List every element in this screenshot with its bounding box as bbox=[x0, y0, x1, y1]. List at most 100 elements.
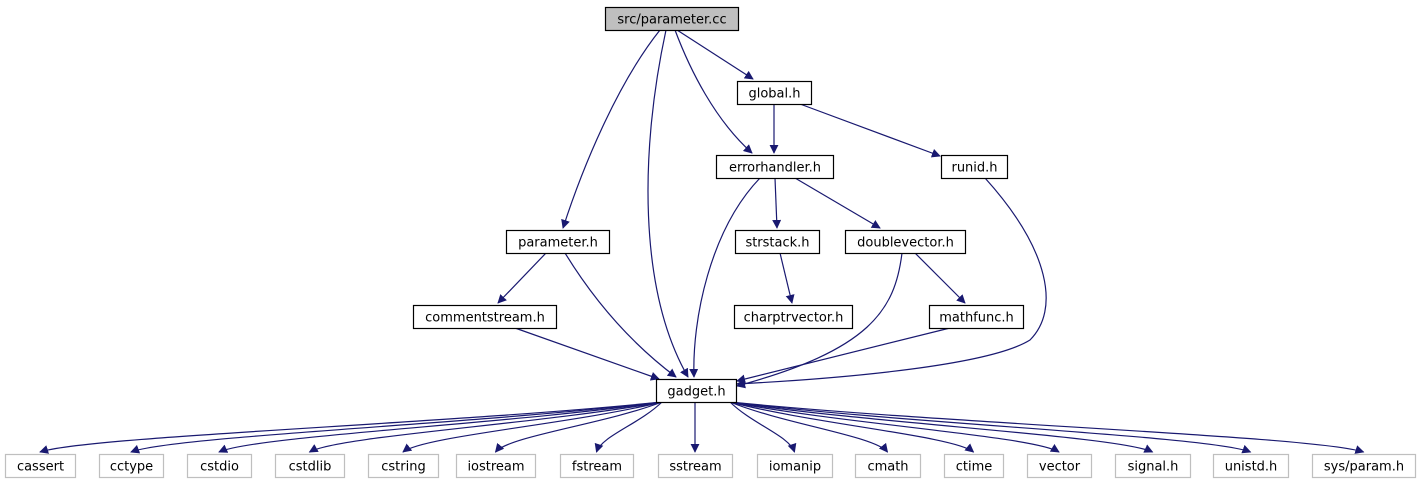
edge-gadget-h-to-cstdio bbox=[218, 401, 663, 453]
node-label: cctype bbox=[110, 460, 153, 475]
node-label: charptrvector.h bbox=[744, 311, 844, 326]
node-fstream: fstream bbox=[559, 453, 635, 479]
node-box bbox=[854, 453, 922, 479]
node-label: signal.h bbox=[1128, 460, 1179, 475]
edge-global-h-to-runid-h bbox=[799, 103, 941, 158]
node-label: gadget.h bbox=[667, 385, 725, 400]
node-errorhandler-h[interactable]: errorhandler.h bbox=[715, 154, 835, 180]
node-label: commentstream.h bbox=[425, 311, 545, 326]
node-mathfunc-h[interactable]: mathfunc.h bbox=[928, 304, 1025, 330]
edge-gadget-h-to-signal-h bbox=[729, 401, 1154, 453]
node-label: global.h bbox=[748, 87, 800, 102]
edge-errorhandler-h-to-doublevector-h bbox=[794, 177, 881, 229]
node-iostream: iostream bbox=[455, 453, 537, 479]
node-box bbox=[655, 378, 738, 404]
node-label: sstream bbox=[669, 460, 721, 475]
node-label: vector bbox=[1039, 460, 1081, 475]
node-gadget-h[interactable]: gadget.h bbox=[655, 378, 738, 404]
node-box bbox=[734, 229, 821, 255]
node-parameter-cc[interactable]: src/parameter.cc bbox=[604, 6, 740, 32]
edge-gadget-h-to-cassert bbox=[39, 401, 663, 454]
node-box bbox=[844, 229, 967, 255]
node-box bbox=[412, 304, 558, 330]
node-signal-h: signal.h bbox=[1114, 453, 1192, 479]
node-box bbox=[604, 6, 740, 32]
node-box bbox=[98, 453, 165, 479]
node-box bbox=[940, 154, 1009, 180]
node-box bbox=[186, 453, 253, 479]
node-runid-h[interactable]: runid.h bbox=[940, 154, 1009, 180]
node-label: runid.h bbox=[951, 161, 997, 176]
node-box bbox=[367, 453, 440, 479]
node-box bbox=[736, 80, 813, 106]
node-box bbox=[1311, 453, 1417, 479]
edge-gadget-h-to-iomanip bbox=[729, 401, 797, 453]
node-ctime: ctime bbox=[943, 453, 1005, 479]
edge-gadget-h-to-cmath bbox=[729, 401, 889, 453]
node-label: iomanip bbox=[769, 460, 821, 475]
node-cctype: cctype bbox=[98, 453, 165, 479]
node-label: ctime bbox=[956, 460, 993, 475]
node-charptrvector-h[interactable]: charptrvector.h bbox=[733, 304, 854, 330]
edge-gadget-h-to-fstream bbox=[594, 401, 663, 453]
edge-errorhandler-h-to-strstack-h bbox=[772, 177, 782, 229]
edge-runid-h-to-gadget-h bbox=[736, 177, 1047, 389]
edge-parameter-cc-to-errorhandler-h bbox=[674, 29, 753, 154]
node-cassert: cassert bbox=[4, 453, 77, 479]
node-box bbox=[4, 453, 77, 479]
node-cstdio: cstdio bbox=[186, 453, 253, 479]
edge-gadget-h-to-cctype bbox=[130, 401, 663, 454]
node-box bbox=[559, 453, 635, 479]
node-label: cmath bbox=[867, 460, 908, 475]
node-cmath: cmath bbox=[854, 453, 922, 479]
node-box bbox=[1026, 453, 1093, 479]
node-label: fstream bbox=[572, 460, 622, 475]
node-label: strstack.h bbox=[745, 236, 809, 251]
node-doublevector-h[interactable]: doublevector.h bbox=[844, 229, 967, 255]
node-box bbox=[274, 453, 346, 479]
edge-gadget-h-to-unistd-h bbox=[729, 401, 1252, 454]
edge-gadget-h-to-iostream bbox=[494, 401, 663, 453]
node-box bbox=[1114, 453, 1192, 479]
node-label: cstring bbox=[381, 460, 425, 475]
node-box bbox=[943, 453, 1005, 479]
edge-gadget-h-to-sys-param-h bbox=[729, 401, 1365, 454]
edge-parameter-cc-to-parameter-h bbox=[561, 29, 661, 229]
node-box bbox=[657, 453, 734, 479]
node-sstream: sstream bbox=[657, 453, 734, 479]
edge-doublevector-h-to-mathfunc-h bbox=[914, 252, 966, 304]
node-label: sys/param.h bbox=[1324, 460, 1404, 475]
node-label: iostream bbox=[467, 460, 524, 475]
edge-doublevector-h-to-gadget-h bbox=[736, 252, 903, 389]
node-box bbox=[505, 229, 611, 255]
node-label: cstdio bbox=[200, 460, 239, 475]
node-box bbox=[733, 304, 854, 330]
node-box bbox=[1212, 453, 1290, 479]
edge-mathfunc-h-to-gadget-h bbox=[736, 327, 951, 384]
edge-commentstream-h-to-gadget-h bbox=[514, 327, 660, 381]
node-commentstream-h[interactable]: commentstream.h bbox=[412, 304, 558, 330]
node-strstack-h[interactable]: strstack.h bbox=[734, 229, 821, 255]
node-vector: vector bbox=[1026, 453, 1093, 479]
node-layer: src/parameter.cc global.h errorhandler.h ru… bbox=[4, 6, 1417, 479]
node-cstring: cstring bbox=[367, 453, 440, 479]
node-label: cstdlib bbox=[289, 460, 332, 475]
node-global-h[interactable]: global.h bbox=[736, 80, 813, 106]
node-iomanip: iomanip bbox=[756, 453, 834, 479]
node-label: unistd.h bbox=[1225, 460, 1278, 475]
node-label: doublevector.h bbox=[857, 236, 954, 251]
edge-gadget-h-to-cstdlib bbox=[308, 401, 663, 453]
edge-errorhandler-h-to-gadget-h bbox=[689, 177, 761, 378]
node-label: mathfunc.h bbox=[939, 311, 1014, 326]
edge-gadget-h-to-vector bbox=[729, 401, 1060, 453]
node-label: errorhandler.h bbox=[729, 161, 821, 176]
node-label: parameter.h bbox=[518, 236, 598, 251]
node-label: cassert bbox=[17, 460, 64, 475]
node-sys-param-h: sys/param.h bbox=[1311, 453, 1417, 479]
node-box bbox=[455, 453, 537, 479]
node-parameter-h[interactable]: parameter.h bbox=[505, 229, 611, 255]
edge-strstack-h-to-charptrvector-h bbox=[779, 252, 795, 304]
edge-layer bbox=[39, 29, 1365, 454]
edge-parameter-h-to-commentstream-h bbox=[497, 252, 547, 304]
